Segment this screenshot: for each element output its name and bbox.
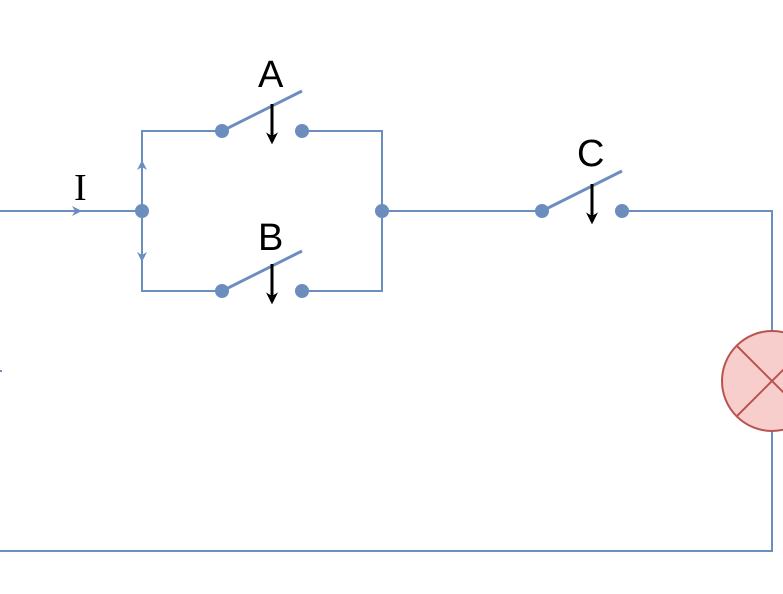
switch-c-lever (541, 169, 623, 213)
lamp-icon (721, 330, 783, 432)
return-wire (0, 431, 773, 552)
switch-b-lever (221, 249, 303, 293)
current-label: I (74, 167, 87, 209)
junction-dots (135, 124, 629, 298)
right-branch-wire (302, 130, 383, 292)
left-branch-wire (141, 130, 222, 292)
switch-a-label: A (258, 54, 284, 96)
right-wire (622, 210, 773, 331)
switch-b-label: B (258, 217, 283, 259)
switch-c-label: C (577, 133, 604, 175)
switch-a-lever (221, 89, 303, 133)
